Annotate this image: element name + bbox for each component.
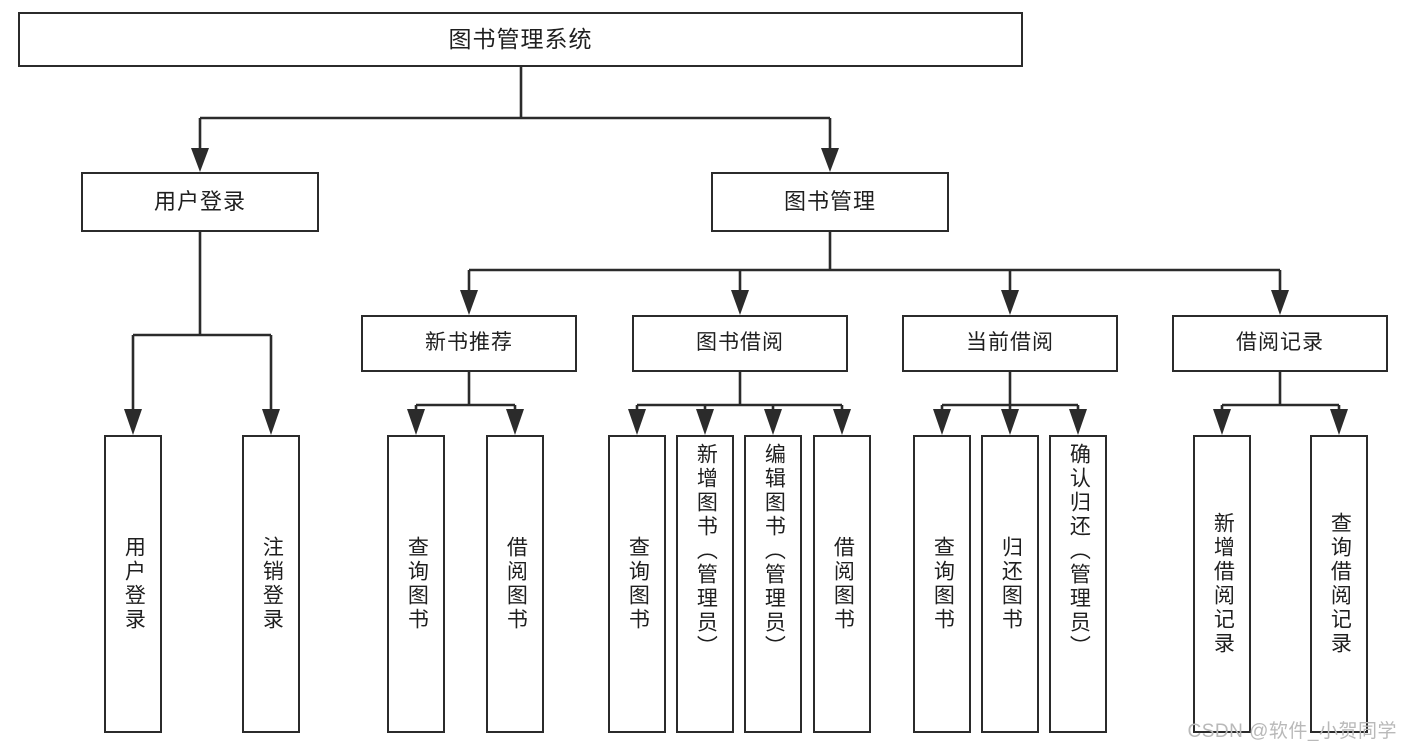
node-label: 新增图书（管理员）: [694, 443, 718, 659]
node-current-borrow[interactable]: 当前借阅: [902, 315, 1118, 372]
node-new-book-recommend[interactable]: 新书推荐: [361, 315, 577, 372]
node-leaf-add-record[interactable]: 新增借阅记录: [1193, 435, 1251, 733]
node-label: 图书管理: [783, 189, 876, 215]
node-leaf-return-book[interactable]: 归还图书: [981, 435, 1039, 733]
node-leaf-add-book[interactable]: 新增图书（管理员）: [676, 435, 734, 733]
node-label: 新书推荐: [425, 331, 513, 355]
node-leaf-edit-book[interactable]: 编辑图书（管理员）: [744, 435, 802, 733]
node-book-manage[interactable]: 图书管理: [711, 172, 949, 232]
node-label: 借阅图书: [504, 536, 528, 632]
node-book-borrow[interactable]: 图书借阅: [632, 315, 848, 372]
node-label: 当前借阅: [966, 331, 1054, 355]
node-leaf-borrow-book-1[interactable]: 借阅图书: [486, 435, 544, 733]
node-label: 用户登录: [153, 189, 246, 215]
node-label: 查询借阅记录: [1328, 512, 1352, 656]
node-label: 注销登录: [260, 536, 284, 632]
node-leaf-user-login[interactable]: 用户登录: [104, 435, 162, 733]
node-label: 编辑图书（管理员）: [762, 443, 786, 659]
node-label: 新增借阅记录: [1211, 512, 1235, 656]
node-label: 图书管理系统: [448, 26, 593, 53]
node-leaf-query-book-2[interactable]: 查询图书: [608, 435, 666, 733]
node-label: 查询图书: [931, 536, 955, 632]
node-leaf-confirm-return[interactable]: 确认归还（管理员）: [1049, 435, 1107, 733]
watermark-text: CSDN @软件_小贺同学: [1187, 721, 1397, 742]
node-user-login[interactable]: 用户登录: [81, 172, 319, 232]
node-leaf-user-logout[interactable]: 注销登录: [242, 435, 300, 733]
node-leaf-query-record[interactable]: 查询借阅记录: [1310, 435, 1368, 733]
node-label: 查询图书: [405, 536, 429, 632]
node-leaf-borrow-book-2[interactable]: 借阅图书: [813, 435, 871, 733]
node-leaf-query-book-1[interactable]: 查询图书: [387, 435, 445, 733]
node-leaf-query-book-3[interactable]: 查询图书: [913, 435, 971, 733]
node-borrow-record[interactable]: 借阅记录: [1172, 315, 1388, 372]
node-label: 用户登录: [122, 536, 146, 632]
node-root-book-management-system[interactable]: 图书管理系统: [18, 12, 1023, 67]
node-label: 借阅图书: [831, 536, 855, 632]
node-label: 图书借阅: [696, 331, 784, 355]
node-label: 归还图书: [999, 536, 1023, 632]
node-label: 借阅记录: [1236, 331, 1324, 355]
node-label: 查询图书: [626, 536, 650, 632]
node-label: 确认归还（管理员）: [1067, 443, 1091, 659]
